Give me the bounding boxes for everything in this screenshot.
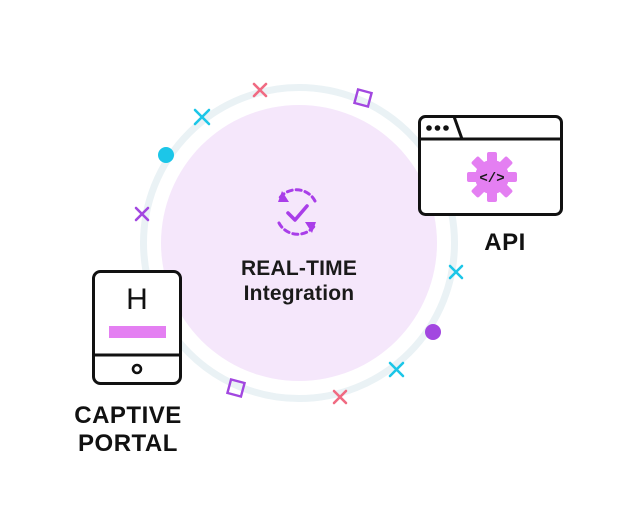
screen-letter: H <box>126 283 148 316</box>
decor-x-icon <box>193 108 211 126</box>
decor-x-icon <box>388 361 405 378</box>
center-disc <box>161 105 437 381</box>
portal-label-line2: PORTAL <box>78 430 178 457</box>
decor-dot-icon <box>425 324 441 340</box>
decor-x-icon <box>134 206 150 222</box>
decor-x-icon <box>448 264 464 280</box>
decor-x-icon <box>332 389 348 405</box>
portal-label-line1: CAPTIVE <box>74 402 182 429</box>
decor-diamond-icon <box>225 377 247 399</box>
portal-label: CAPTIVE PORTAL <box>56 402 200 458</box>
decor-dot-icon <box>158 147 174 163</box>
center-title-line2: Integration <box>243 282 355 305</box>
sync-check-icon <box>277 188 317 236</box>
api-label: API <box>484 229 526 256</box>
decor-x-icon <box>252 82 268 98</box>
tablet-icon: H <box>92 270 182 385</box>
code-glyph: </> <box>479 171 504 187</box>
gear-code-icon: </> <box>467 152 517 202</box>
center-title-line1: REAL-TIME <box>240 257 358 280</box>
decor-diamond-icon <box>352 87 374 109</box>
center-title: REAL-TIME Integration <box>200 256 398 306</box>
orbit-ring <box>140 84 458 402</box>
